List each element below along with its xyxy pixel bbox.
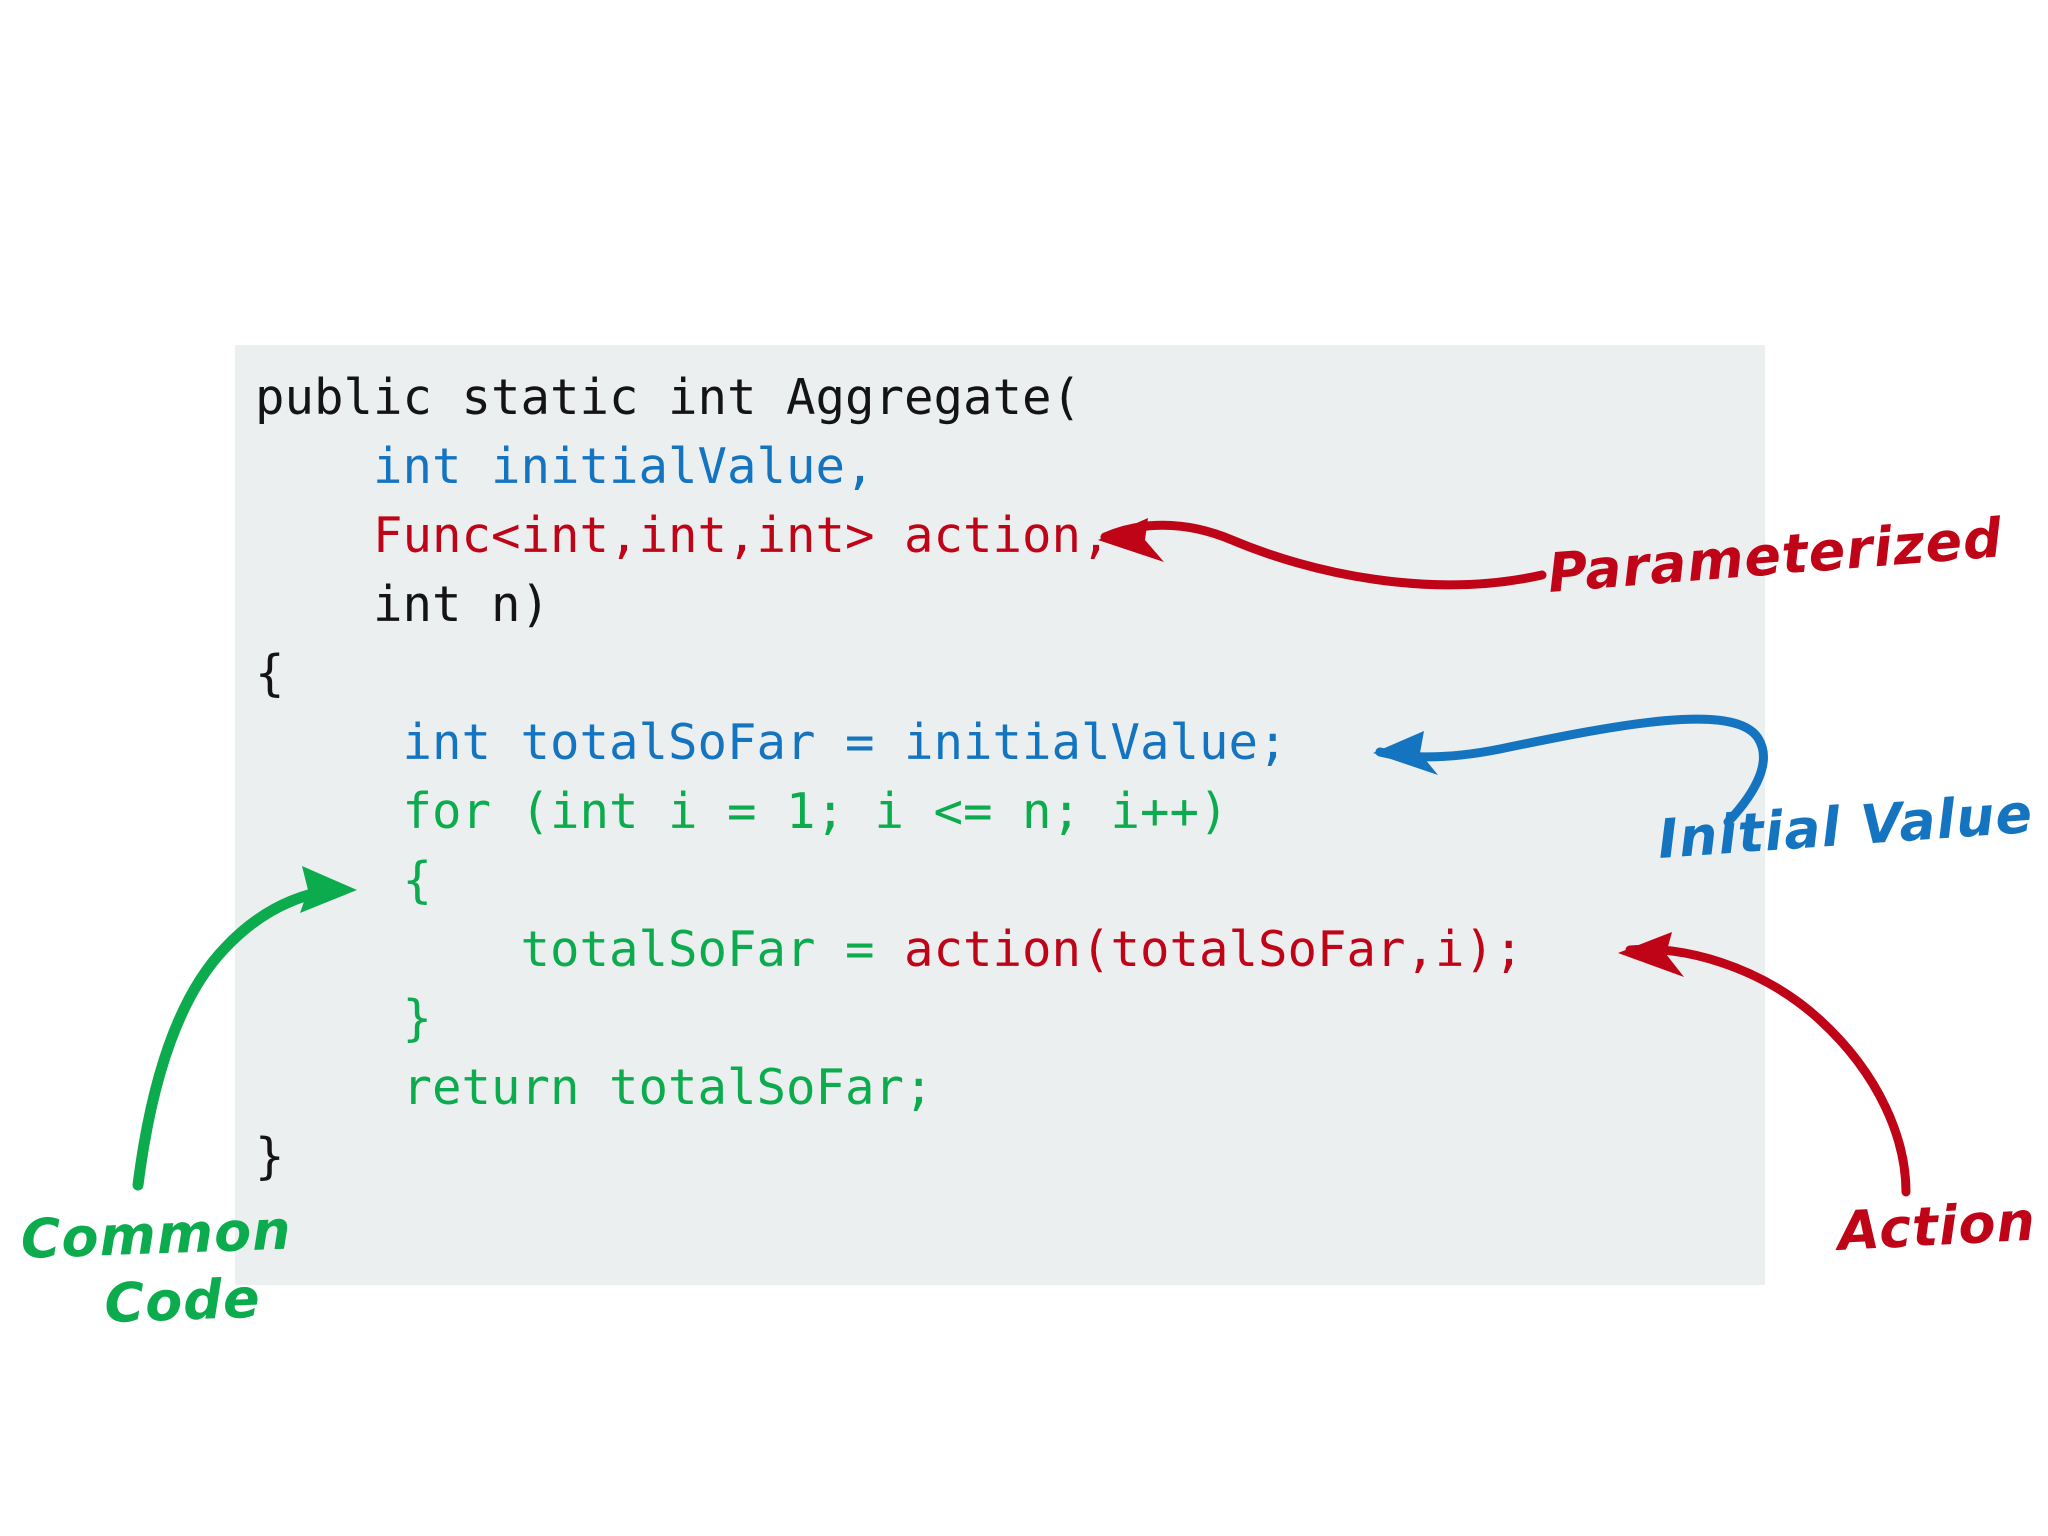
code-panel: public static int Aggregate( int initial… (235, 345, 1765, 1285)
code-line: Func<int,int,int> action, (255, 501, 1524, 570)
code-line: return totalSoFar; (255, 1053, 1524, 1122)
code-line: public static int Aggregate( (255, 363, 1524, 432)
code-line: totalSoFar = action(totalSoFar,i); (255, 915, 1524, 984)
code-token: { (255, 645, 285, 702)
code-line: { (255, 639, 1524, 708)
code-line: for (int i = 1; i <= n; i++) (255, 777, 1524, 846)
code-line: } (255, 1122, 1524, 1191)
code-token: action(totalSoFar,i); (904, 921, 1524, 978)
code-token: } (255, 1128, 285, 1185)
code-token: int n) (255, 576, 551, 633)
code-token: int initialValue, (255, 438, 875, 495)
code-line: } (255, 984, 1524, 1053)
annotation-label-common-code-line2: Code (103, 1266, 262, 1335)
code-line: { (255, 846, 1524, 915)
code-listing: public static int Aggregate( int initial… (255, 363, 1524, 1191)
code-token: Func<int,int,int> action, (255, 507, 1111, 564)
code-line: int initialValue, (255, 432, 1524, 501)
code-token: } (255, 990, 433, 1047)
annotation-label-common-code-line1: Common (19, 1198, 293, 1272)
code-token: { (255, 852, 433, 909)
code-token: return totalSoFar; (255, 1059, 934, 1116)
code-token: totalSoFar = (255, 921, 905, 978)
code-token: int totalSoFar = initialValue; (255, 714, 1288, 771)
code-line: int totalSoFar = initialValue; (255, 708, 1524, 777)
annotation-label-action: Action (1836, 1189, 2038, 1263)
code-token: for (int i = 1; i <= n; i++) (255, 783, 1229, 840)
code-line: int n) (255, 570, 1524, 639)
code-token: public static int Aggregate( (255, 369, 1082, 426)
